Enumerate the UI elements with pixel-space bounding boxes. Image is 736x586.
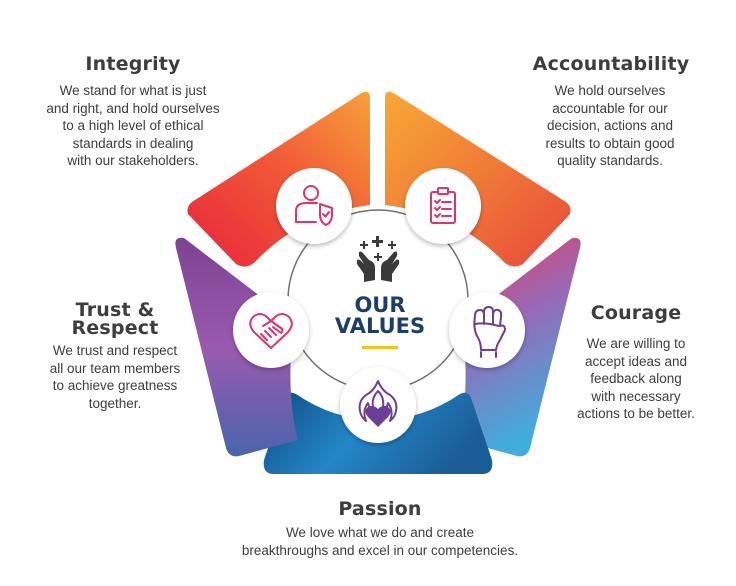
title-courage: Courage <box>590 302 682 324</box>
raised-fist-icon <box>473 306 506 358</box>
center-title-line1: OUR <box>354 293 405 317</box>
segment-integrity <box>187 91 370 267</box>
courage-icon-circle <box>449 292 525 368</box>
hands-stars-icon <box>356 236 400 282</box>
center-title-line2: VALUES <box>335 314 425 338</box>
desc-accountability: We hold ourselves accountable for our de… <box>545 83 675 169</box>
flaming-heart-icon <box>358 380 398 427</box>
desc-courage: We are willing to accept ideas and feedb… <box>577 336 695 422</box>
title-integrity: Integrity <box>85 53 181 75</box>
title-accountability: Accountability <box>532 53 690 75</box>
segment-accountability <box>385 91 571 267</box>
desc-integrity: We stand for what is just and right, and… <box>46 83 220 169</box>
integrity-icon-circle <box>276 168 352 244</box>
accountability-icon-circle <box>405 168 481 244</box>
desc-passion: We love what we do and create breakthrou… <box>241 525 519 558</box>
title-passion: Passion <box>338 498 422 520</box>
person-shield-icon <box>295 185 333 226</box>
passion-icon-circle <box>340 367 416 443</box>
center-underline <box>362 346 398 349</box>
segment-trust <box>175 237 298 457</box>
title-trust-respect: Trust & Respect <box>71 299 159 339</box>
clipboard-checklist-icon <box>430 187 456 224</box>
desc-trust-respect: We trust and respect all our team member… <box>49 343 181 411</box>
handshake-heart-icon <box>249 313 293 349</box>
